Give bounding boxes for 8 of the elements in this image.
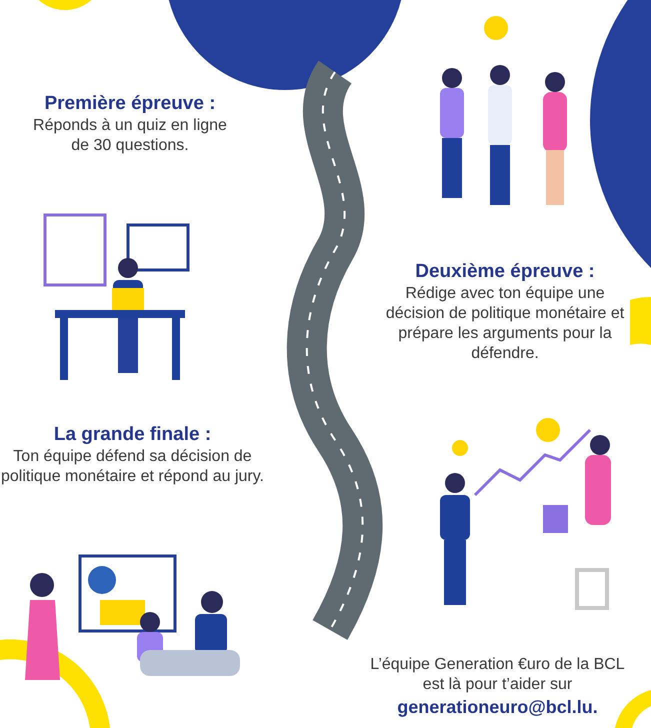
step-description: Rédige avec ton équipe une décision de politique monétaire et prépare les arguments pour la défendre.: [385, 284, 625, 364]
step-description: Réponds à un quiz en ligne de 30 questions.: [32, 116, 228, 156]
step-heading: Première épreuve :: [43, 92, 217, 116]
step-description: L’équipe Generation €uro de la BCL est là pour t’aider sur: [369, 655, 626, 695]
step-description: Ton équipe défend sa décision de politique monétaire et répond au jury.: [0, 447, 265, 487]
step-heading: La grande finale :: [52, 423, 212, 447]
step-heading: Deuxième épreuve :: [414, 260, 596, 284]
email-address: generationeuro@bcl.lu.: [396, 696, 599, 719]
